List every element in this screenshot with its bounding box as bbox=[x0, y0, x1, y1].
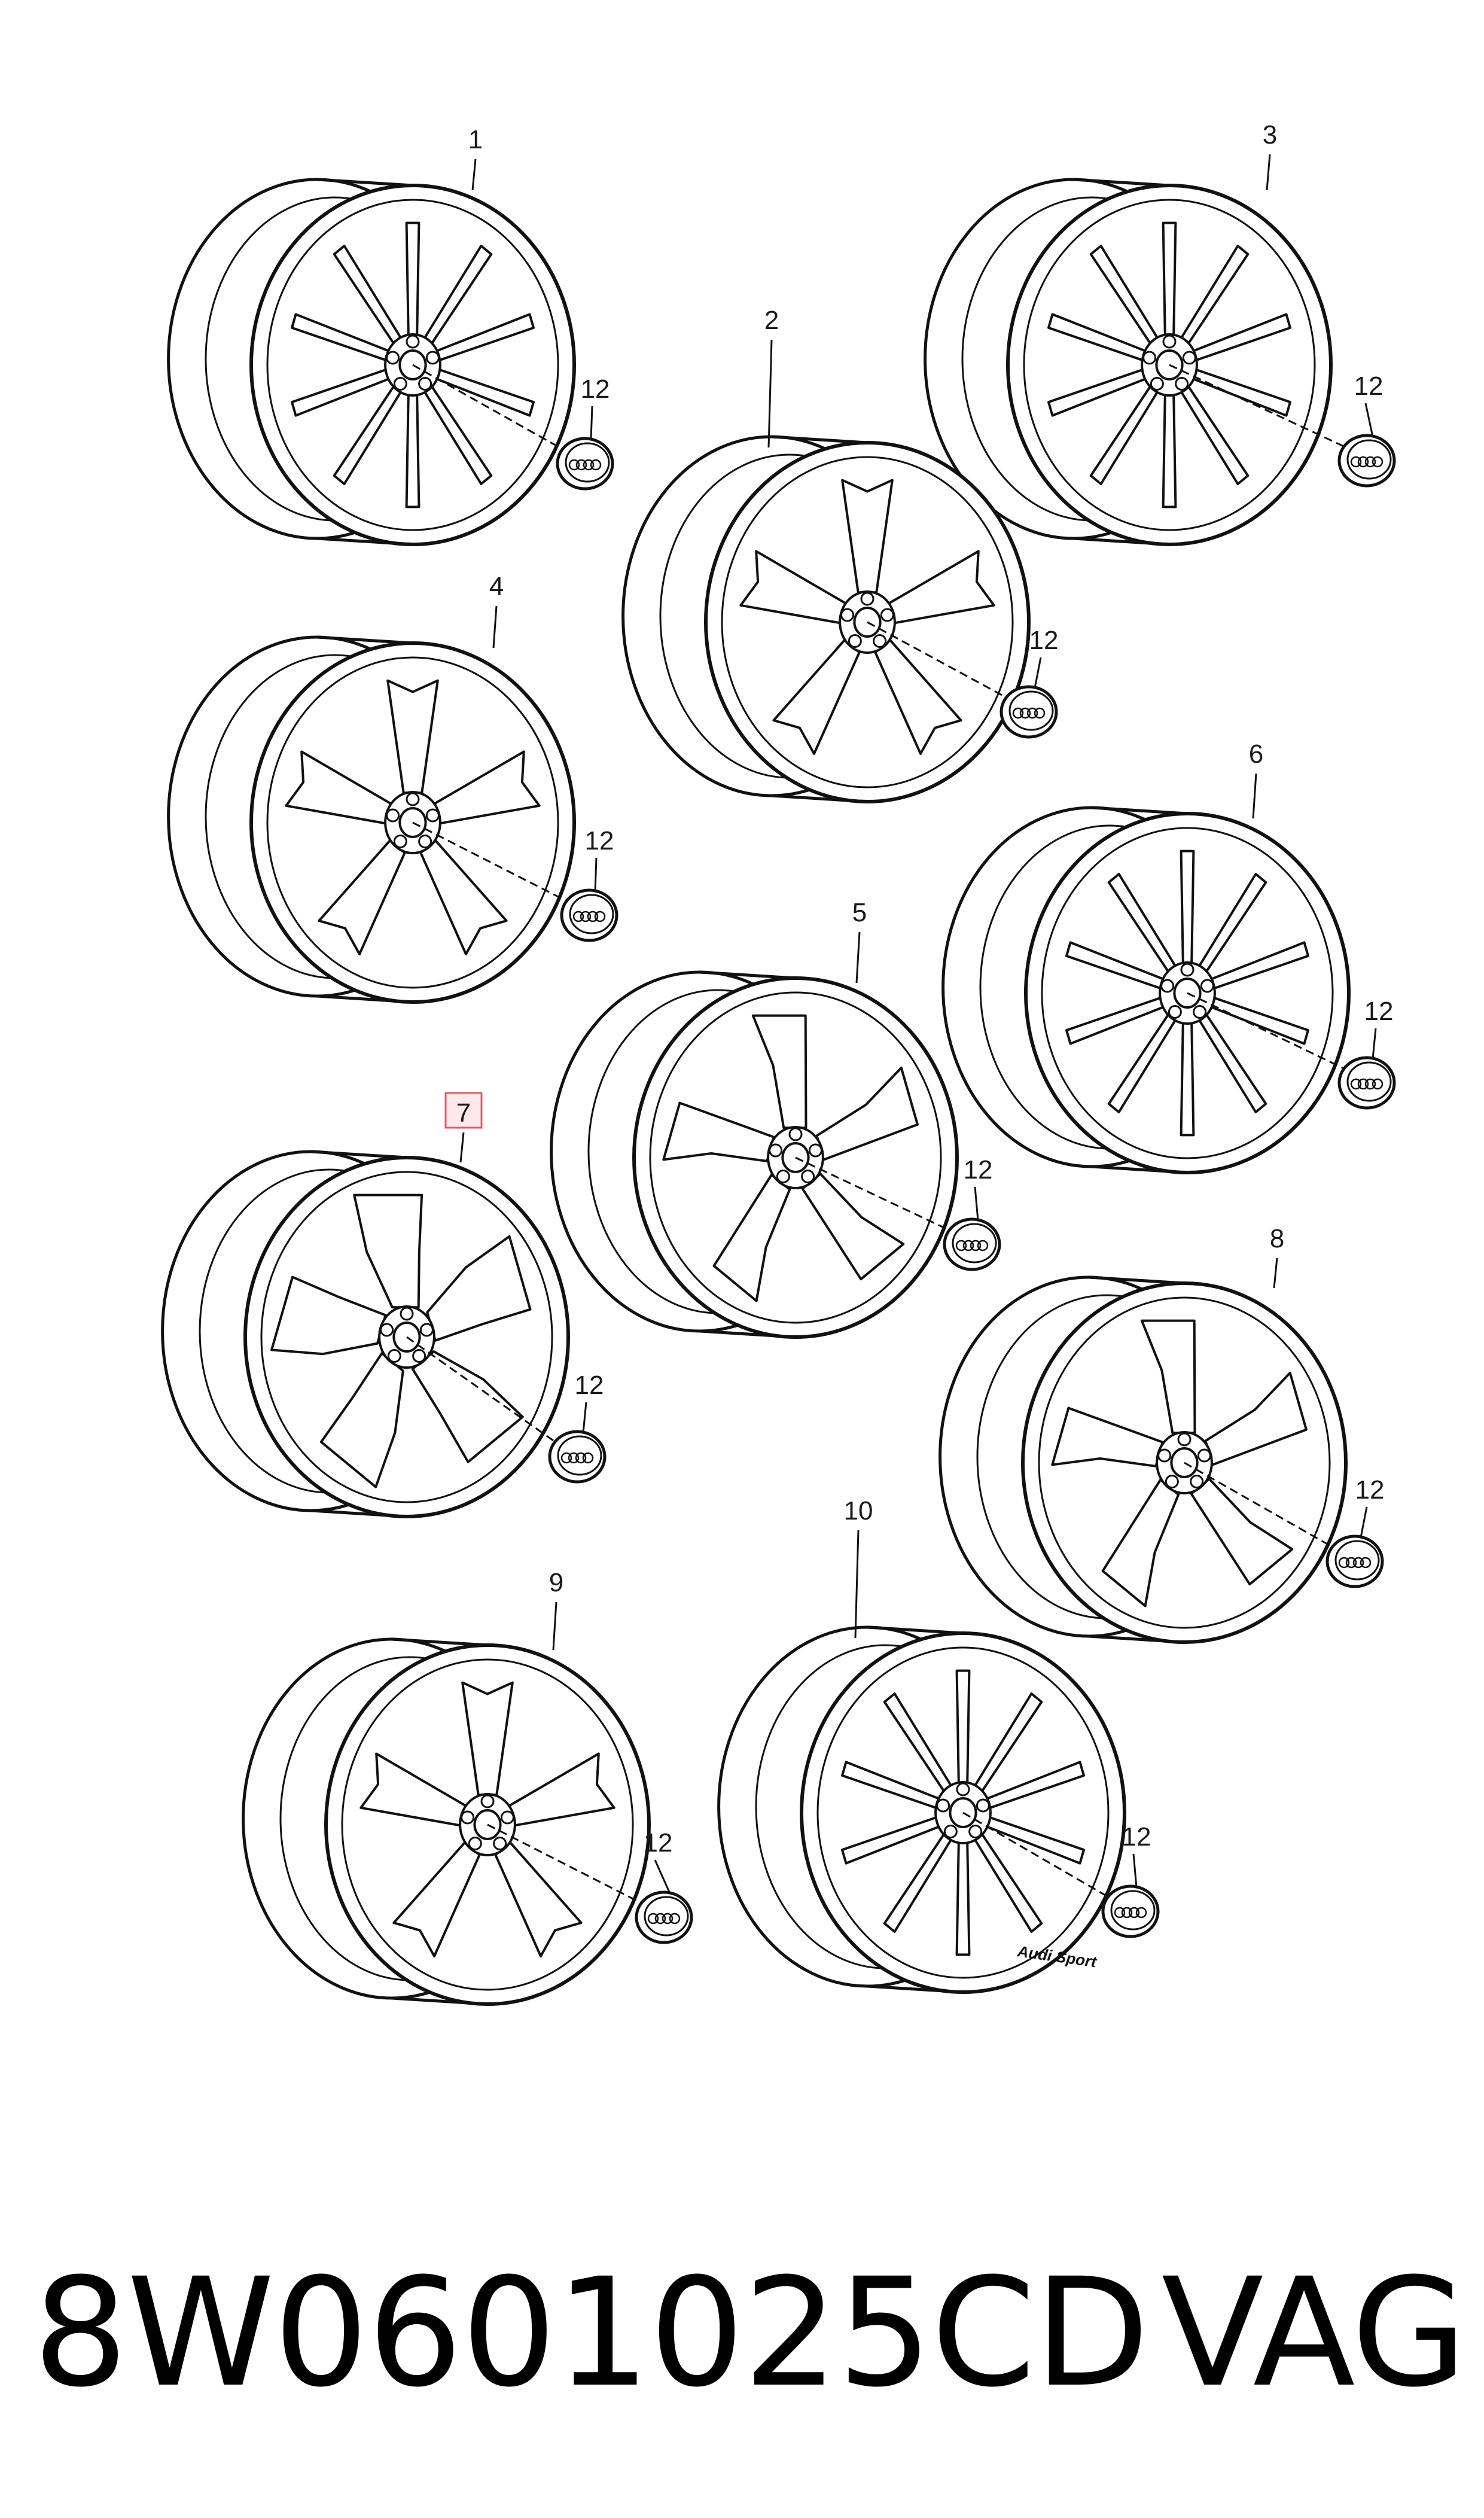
wheel-callout-1: 1 bbox=[468, 125, 483, 154]
center-cap-callout: 12 bbox=[1029, 626, 1059, 655]
wheel-8: 8 12 bbox=[938, 1224, 1385, 1644]
part-number: 8W0601025CD bbox=[33, 2246, 1150, 2420]
center-cap-callout: 12 bbox=[585, 826, 614, 855]
center-cap-2: 12 bbox=[1000, 626, 1059, 739]
center-cap-callout: 12 bbox=[644, 1828, 673, 1858]
center-cap-3: 12 bbox=[1337, 372, 1396, 488]
wheel-1: 1 12 bbox=[167, 125, 614, 546]
center-cap-6: 12 bbox=[1337, 997, 1396, 1110]
wheel-callout-6: 6 bbox=[1249, 739, 1263, 769]
center-cap-callout: 12 bbox=[581, 374, 610, 404]
wheel-callout-2: 2 bbox=[764, 306, 779, 335]
wheel-6: 6 12 bbox=[941, 739, 1396, 1174]
wheel-callout-8: 8 bbox=[1270, 1224, 1284, 1253]
center-cap-callout: 12 bbox=[964, 1155, 993, 1185]
center-cap-callout: 12 bbox=[1122, 1822, 1151, 1852]
wheel-3: 3 12 bbox=[924, 120, 1396, 546]
wheel-callout-7: 7 bbox=[456, 1098, 471, 1128]
center-cap-5: 12 bbox=[943, 1155, 1001, 1271]
wheel-5: 5 12 bbox=[550, 898, 1001, 1339]
wheel-callout-3: 3 bbox=[1263, 120, 1277, 150]
center-cap-4: 12 bbox=[560, 826, 618, 942]
center-cap-8: 12 bbox=[1325, 1475, 1385, 1588]
center-cap-callout: 12 bbox=[575, 1371, 604, 1400]
center-cap-9: 12 bbox=[635, 1828, 693, 1944]
wheel-2: 2 12 bbox=[621, 306, 1059, 803]
center-cap-7: 12 bbox=[548, 1371, 607, 1484]
wheel-callout-9: 9 bbox=[549, 1568, 563, 1597]
wheel-callout-4: 4 bbox=[489, 572, 504, 601]
center-cap-callout: 12 bbox=[1355, 1475, 1385, 1505]
center-cap-10: 12 bbox=[1101, 1822, 1160, 1938]
wheel-callout-10: 10 bbox=[844, 1496, 873, 1526]
brand-label: VAG bbox=[1161, 2246, 1467, 2420]
footer: 8W0601025CD VAG bbox=[33, 2246, 1467, 2420]
wheel-9: 9 12 bbox=[242, 1568, 693, 2006]
wheel-7: 7 12 bbox=[161, 1092, 607, 1518]
center-cap-callout: 12 bbox=[1364, 997, 1394, 1026]
center-cap-1: 12 bbox=[556, 374, 614, 491]
wheel-4: 4 12 bbox=[167, 572, 618, 1004]
center-cap-callout: 12 bbox=[1354, 372, 1384, 401]
wheel-callout-5: 5 bbox=[852, 898, 867, 927]
